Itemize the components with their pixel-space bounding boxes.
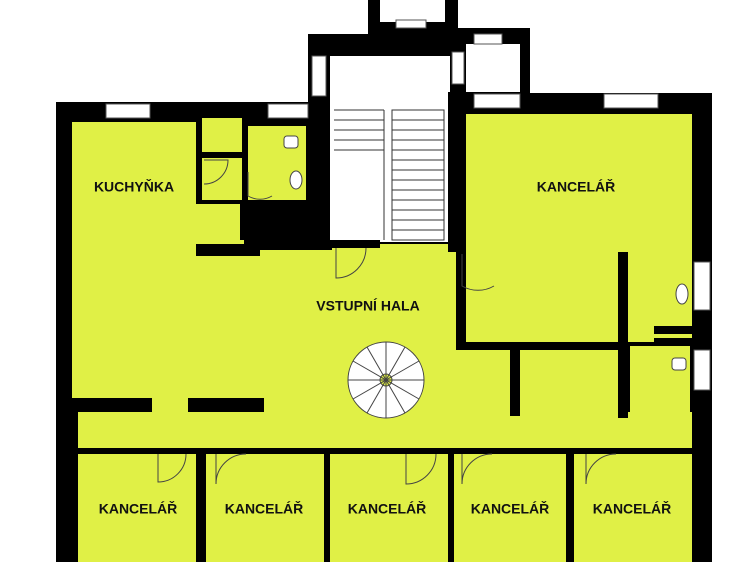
east-lobby-divider <box>510 346 520 416</box>
wc-wall-south <box>246 200 308 206</box>
office-south-4-label: KANCELÁŘ <box>471 500 550 517</box>
bath-divider-2 <box>654 338 692 346</box>
office-south-2-fill <box>206 454 324 562</box>
office-south-1-label: KANCELÁŘ <box>99 500 178 517</box>
spiral-staircase <box>347 341 425 419</box>
stair-wall-west <box>308 102 330 248</box>
sink-icon <box>675 283 689 305</box>
window <box>451 51 465 85</box>
office-east-wall-south <box>460 342 620 350</box>
wc-divider <box>242 118 248 204</box>
door <box>157 453 187 483</box>
window <box>105 103 151 119</box>
door <box>247 172 273 200</box>
window <box>693 261 711 311</box>
office-east-label: KANCELÁŘ <box>537 178 616 195</box>
door <box>405 453 437 485</box>
office-wall-1 <box>196 454 206 562</box>
door <box>215 453 247 485</box>
sink-icon <box>289 170 303 190</box>
hall-wall-south-1 <box>188 398 264 412</box>
door <box>585 453 617 485</box>
door <box>461 254 495 291</box>
interior-walls <box>72 92 692 562</box>
fixtures <box>283 135 689 371</box>
main-staircase <box>334 109 445 241</box>
stair-wall-east <box>448 92 464 252</box>
office-south-5-label: KANCELÁŘ <box>593 500 672 517</box>
hall-wall-south-0 <box>72 398 152 412</box>
windows <box>105 19 711 391</box>
doors <box>157 159 617 485</box>
bath-wall-west <box>618 252 628 350</box>
window <box>311 55 327 97</box>
door <box>461 453 493 485</box>
office-south-1-fill <box>78 454 196 562</box>
wc-divider-h <box>200 152 242 157</box>
corridor-wall-south <box>72 448 692 454</box>
door <box>335 247 367 279</box>
entrance-hall-label: VSTUPNÍ HALA <box>316 298 419 314</box>
wc-1-fill <box>200 118 242 154</box>
office-south-3-fill <box>330 454 448 562</box>
bath-2-wall <box>618 346 628 418</box>
stair-core <box>330 56 450 242</box>
office-wall-2 <box>324 454 330 562</box>
window <box>603 93 659 109</box>
top-landing <box>382 0 442 22</box>
window <box>473 33 503 45</box>
door <box>203 159 229 185</box>
stair-wall-south <box>330 240 380 248</box>
office-east-wall-west <box>456 246 464 350</box>
kitchen-label: KUCHYŇKA <box>94 178 174 195</box>
toilet-icon <box>671 357 687 371</box>
kitchen-fill <box>72 122 240 244</box>
office-south-4-fill <box>454 454 566 562</box>
window <box>473 93 521 109</box>
office-wall-4 <box>566 454 574 562</box>
room-labels: KUCHYŇKA VSTUPNÍ HALA KANCELÁŘ KANCELÁŘ … <box>94 178 671 517</box>
lift-shaft <box>466 44 520 92</box>
kitchen-counter <box>196 244 260 256</box>
window <box>693 349 711 391</box>
window <box>395 19 427 29</box>
office-wall-3 <box>448 454 454 562</box>
window <box>267 103 309 119</box>
office-south-5-fill <box>574 454 692 562</box>
bath-divider <box>654 326 692 334</box>
office-south-2-label: KANCELÁŘ <box>225 500 304 517</box>
kitchen-wall-east <box>196 118 202 204</box>
wc-2-fill <box>200 158 242 200</box>
east-lobby-fill <box>460 350 510 416</box>
toilet-icon <box>283 135 299 149</box>
east-room-fill <box>520 348 620 416</box>
office-south-3-label: KANCELÁŘ <box>348 500 427 517</box>
